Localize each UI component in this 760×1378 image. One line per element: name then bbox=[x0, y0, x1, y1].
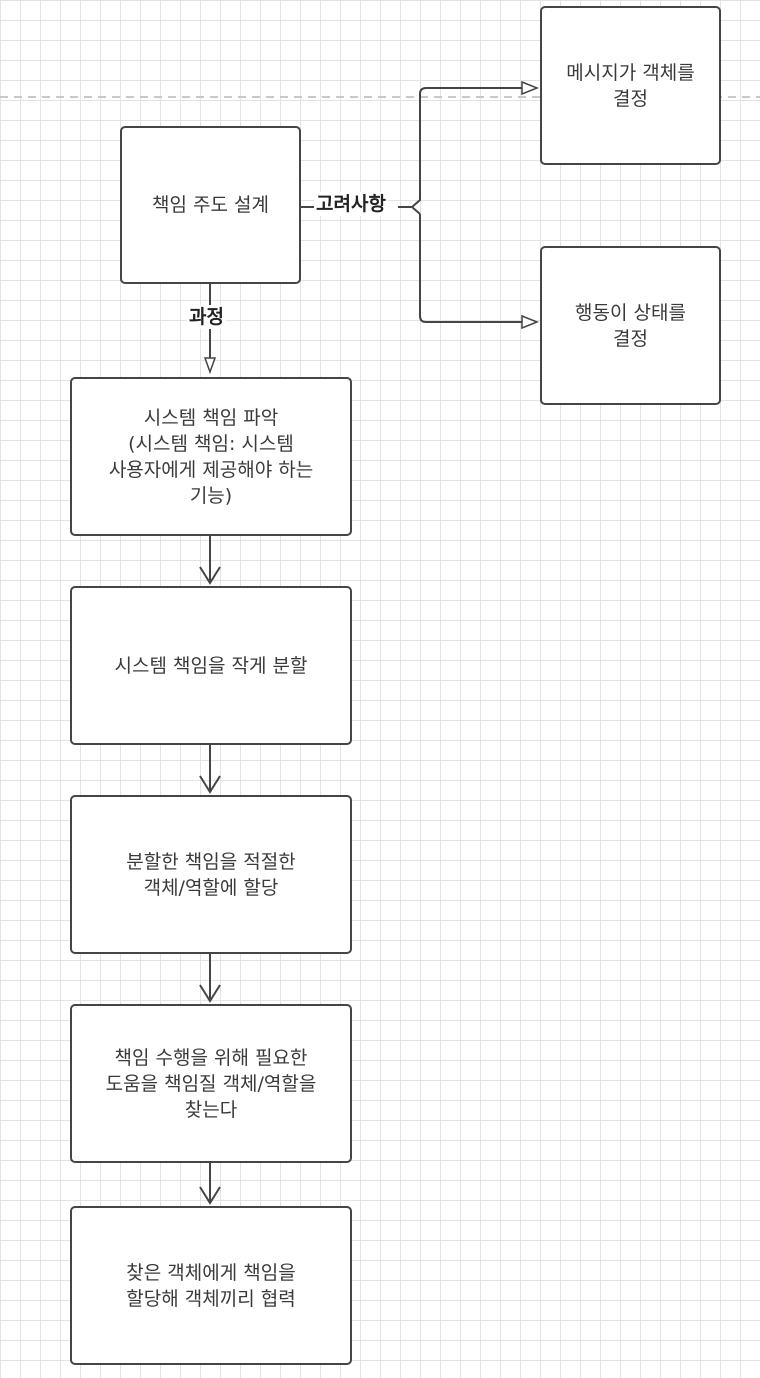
arrow-step2-to-step3 bbox=[199, 745, 221, 794]
node-message-determines-object[interactable]: 메시지가 객체를 결정 bbox=[540, 6, 721, 165]
node-step-find-helper-objects[interactable]: 책임 수행을 위해 필요한 도움을 책임질 객체/역할을 찾는다 bbox=[70, 1004, 352, 1163]
arrow-step4-to-step5 bbox=[199, 1163, 221, 1205]
arrowhead-to-message-node bbox=[521, 80, 540, 96]
node-step-collaborate[interactable]: 찾은 객체에게 책임을 할당해 객체끼리 협력 bbox=[70, 1206, 352, 1365]
arrow-step1-to-step2 bbox=[199, 536, 221, 585]
node-behavior-determines-state[interactable]: 행동이 상태를 결정 bbox=[540, 246, 721, 405]
arrowhead-to-step1 bbox=[203, 357, 217, 375]
considerations-connector bbox=[301, 87, 522, 323]
node-step-identify-system-responsibility[interactable]: 시스템 책임 파악 (시스템 책임: 시스템 사용자에게 제공해야 하는 기능) bbox=[70, 377, 352, 536]
label-process: 과정 bbox=[187, 305, 226, 329]
node-step-assign-to-objects[interactable]: 분할한 책임을 적절한 객체/역할에 할당 bbox=[70, 795, 352, 954]
label-considerations: 고려사항 bbox=[314, 192, 388, 216]
node-step-split-responsibility[interactable]: 시스템 책임을 작게 분할 bbox=[70, 586, 352, 745]
node-responsibility-driven-design[interactable]: 책임 주도 설계 bbox=[120, 126, 301, 284]
arrowhead-to-behavior-node bbox=[521, 314, 540, 330]
arrow-step3-to-step4 bbox=[199, 954, 221, 1003]
